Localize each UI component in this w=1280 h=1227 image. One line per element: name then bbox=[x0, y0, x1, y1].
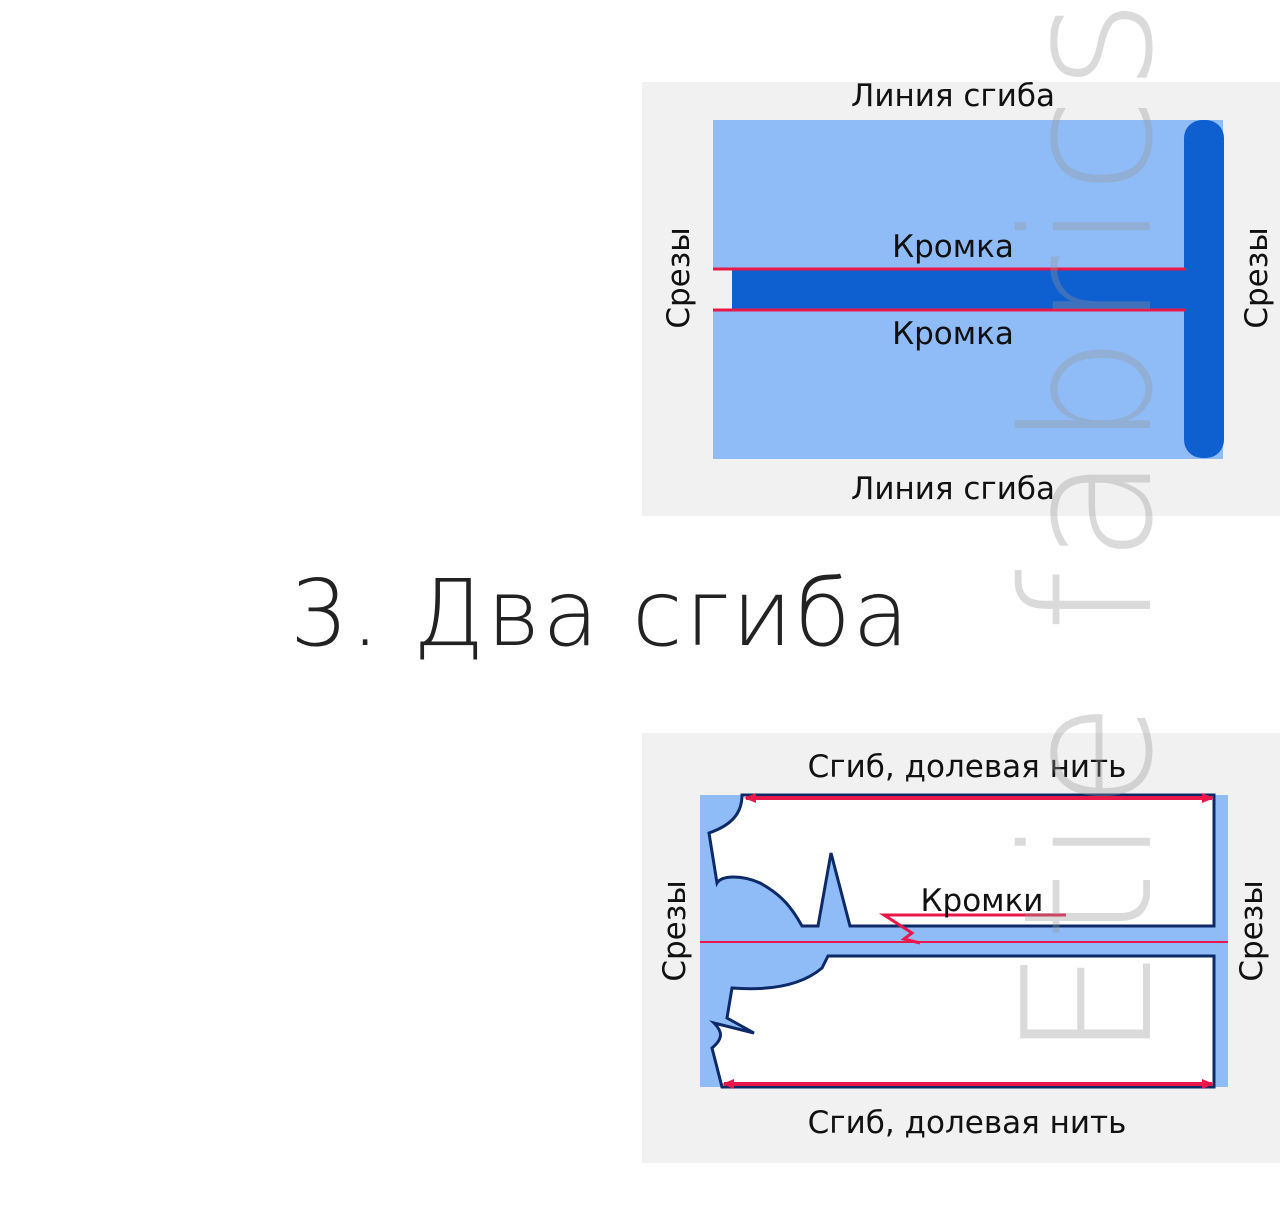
pattern-piece-lower bbox=[709, 954, 1216, 1089]
cut-edges-label-right: Срезы bbox=[1234, 880, 1270, 981]
selvage-label-lower: Кромка bbox=[892, 316, 1014, 352]
cut-edges-label-left: Срезы bbox=[661, 227, 697, 328]
fabric-fold-diagram-bottom: Сгиб, долевая нить Сгиб, долевая нить Кр… bbox=[642, 733, 1280, 1163]
brand-watermark: Etie fabrics bbox=[985, 0, 1192, 1060]
fold-diagram-svg-bottom: Сгиб, долевая нить Сгиб, долевая нить Кр… bbox=[657, 749, 1270, 1141]
fabric-lower-half bbox=[713, 310, 1223, 459]
section-heading: 3. Два сгиба bbox=[290, 560, 912, 667]
fabric-fold-edge bbox=[1184, 120, 1224, 458]
fold-line-label-bottom: Линия сгиба bbox=[851, 471, 1055, 507]
cut-edges-label-right: Срезы bbox=[1239, 227, 1275, 328]
selvage-pointer bbox=[878, 913, 1066, 945]
selvages-label: Кромки bbox=[921, 883, 1044, 919]
pattern-piece-upper bbox=[707, 793, 1216, 928]
fabric-upper-half bbox=[713, 120, 1223, 269]
fabric-fold-diagram-top: Линия сгиба Линия сгиба Кромка Кромка Ср… bbox=[642, 78, 1280, 516]
fold-grainline-label-bottom: Сгиб, долевая нить bbox=[808, 1105, 1127, 1141]
fold-grainline-label-top: Сгиб, долевая нить bbox=[808, 749, 1127, 785]
fold-line-label-top: Линия сгиба bbox=[851, 78, 1055, 114]
selvage-label-upper: Кромка bbox=[892, 229, 1014, 265]
fold-diagram-svg-top: Линия сгиба Линия сгиба Кромка Кромка Ср… bbox=[661, 78, 1275, 507]
fabric-folded-strip bbox=[732, 269, 1202, 310]
cut-edges-label-left: Срезы bbox=[657, 880, 693, 981]
